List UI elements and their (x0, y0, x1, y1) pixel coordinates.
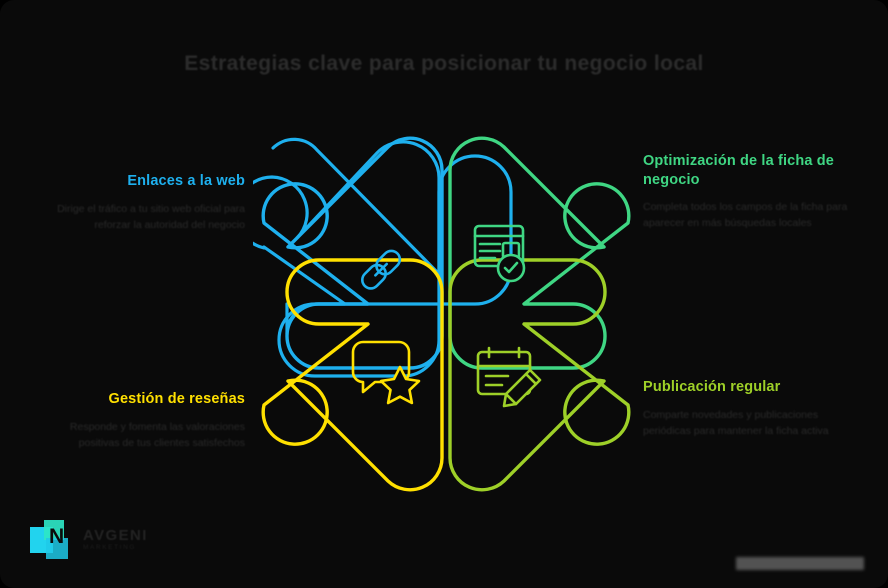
section-heading-optimizacion-ficha: Optimización de la ficha de negocio (643, 153, 834, 188)
logo-mark-icon: N (30, 518, 76, 562)
review-star-bubble-icon (351, 340, 421, 405)
section-heading-enlaces-a-la-web: Enlaces a la web (127, 173, 245, 189)
logo-subtitle: MARKETING (83, 544, 137, 552)
petal-top-left (253, 140, 441, 378)
section-bottom-left: Gestión de reseñas Responde y fomenta la… (30, 390, 245, 451)
petal-shape-top-left (261, 136, 444, 370)
page-title: Estrategias clave para posicionar tu neg… (184, 52, 704, 75)
footer-redacted-tag (736, 557, 864, 570)
brand-logo[interactable]: N AVGENI MARKETING (30, 518, 148, 562)
logo-name: AVGENI (83, 526, 148, 544)
section-body-publicacion-regular: Comparte novedades y publicaciones perió… (643, 408, 829, 437)
petal-shape-bottom-left (261, 258, 444, 492)
section-heading-gestion-de-resenas: Gestión de reseñas (108, 391, 245, 407)
document-verified-icon (473, 224, 526, 283)
section-heading-publicacion-regular: Publicación regular (643, 379, 781, 395)
link-chain-icon (361, 249, 402, 290)
logo-block-bottom (46, 538, 68, 559)
section-top-right: Optimización de la ficha de negocio Comp… (643, 152, 858, 232)
petal-shape-bottom-right (448, 258, 631, 492)
section-top-left: Enlaces a la web Dirige el tráfico a tu … (30, 172, 245, 233)
logo-wordmark: AVGENI MARKETING (83, 526, 148, 553)
section-body-gestion-de-resenas: Responde y fomenta las valoraciones posi… (69, 420, 245, 449)
calendar-pencil-icon (476, 346, 542, 408)
section-body-enlaces-a-la-web: Dirige el tráfico a tu sitio web oficial… (57, 202, 245, 231)
petal-shape-top-right (448, 136, 631, 370)
logo-letter-n: N (49, 525, 64, 548)
central-flower-graphic (253, 118, 639, 510)
section-body-optimizacion-ficha: Completa todos los campos de la ficha pa… (643, 201, 848, 230)
section-bottom-right: Publicación regular Comparte novedades y… (643, 378, 858, 439)
logo-block-top (44, 520, 64, 540)
